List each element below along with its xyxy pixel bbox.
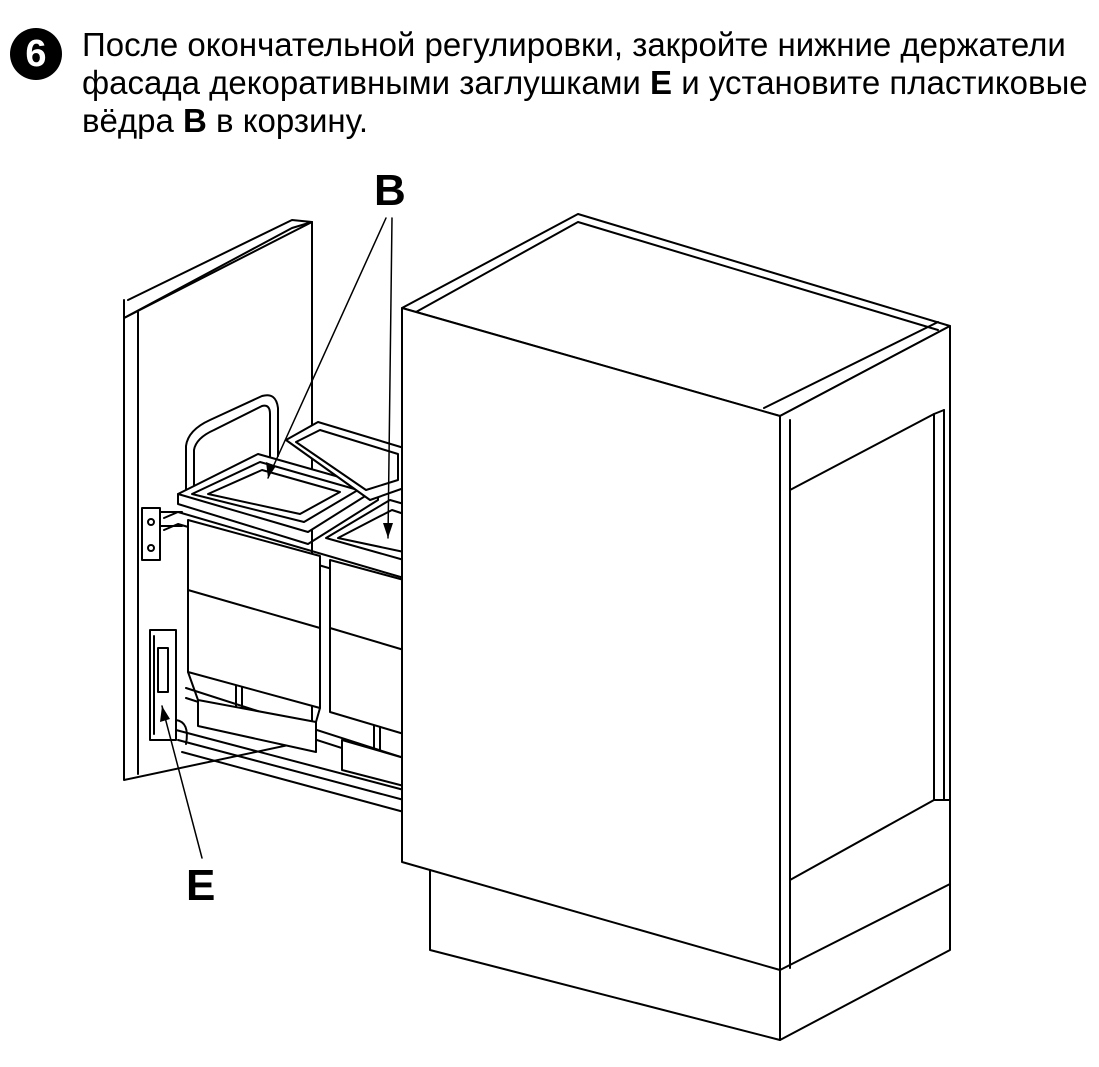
instruction-text: После окончательной регулировки, закройт… [82, 26, 1092, 140]
instruction-part-1: После окончательной регулировки, закройт… [82, 26, 1066, 101]
instruction-ref-b: B [183, 102, 207, 139]
step-number: 6 [25, 32, 47, 75]
upper-front-holder [141, 507, 183, 561]
step-number-badge: 6 [10, 28, 62, 80]
bucket-front [177, 453, 379, 753]
callout-arrowheads [160, 462, 393, 722]
bucket-back [285, 421, 405, 787]
instruction-part-2: и установите пластиковые вёдра [82, 64, 1088, 139]
cabinet [401, 213, 951, 1041]
instruction-ref-e: E [650, 64, 673, 101]
callout-leaders [161, 217, 393, 859]
instruction-part-3: в корзину. [206, 102, 369, 139]
callout-label-b: B [374, 166, 406, 215]
lower-front-holder-cap [149, 629, 188, 745]
callout-label-e: E [186, 861, 215, 910]
